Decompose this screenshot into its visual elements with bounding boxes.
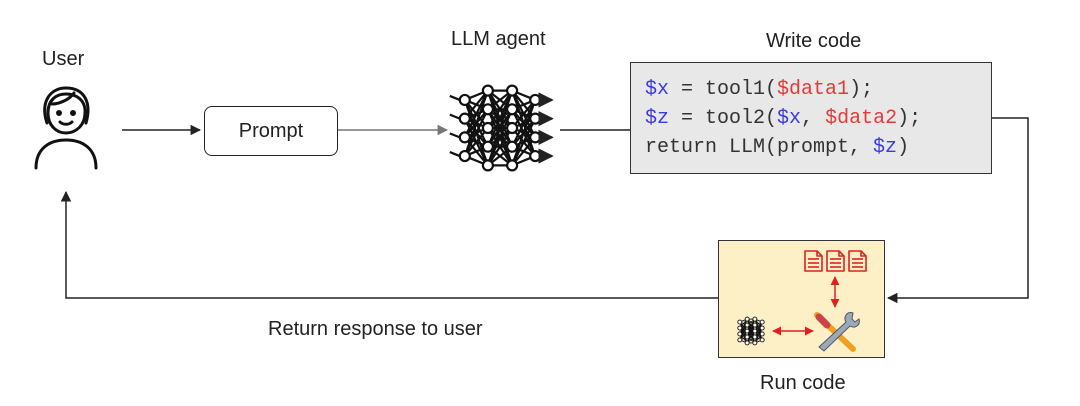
code-line-1: $x = tool1($data1); — [645, 75, 991, 104]
code-token: $x — [645, 78, 670, 101]
code-token: ) — [897, 136, 910, 159]
return-response-label: Return response to user — [268, 318, 483, 340]
code-token: $x — [777, 107, 802, 130]
code-token: $data2 — [825, 107, 898, 130]
code-token: return LLM(prompt, — [645, 136, 874, 159]
code-line-3: return LLM(prompt, $z) — [645, 133, 991, 162]
document-icon — [848, 250, 867, 272]
arrow-run-to-user — [60, 190, 718, 299]
prompt-box: Prompt — [204, 106, 338, 156]
code-token: = tool2( — [669, 107, 778, 130]
document-icon — [804, 250, 823, 272]
code-token: ); — [849, 78, 874, 101]
document-icon — [826, 250, 845, 272]
neural-network-icon — [449, 84, 554, 172]
run-code-label: Run code — [760, 372, 846, 394]
user-icon — [34, 86, 98, 170]
llm-agent-label: LLM agent — [451, 28, 546, 50]
code-token: $data1 — [777, 78, 850, 101]
code-token: $z — [873, 136, 898, 159]
tools-icon — [814, 312, 860, 352]
run-code-box — [718, 240, 885, 358]
code-token: ); — [897, 107, 922, 130]
write-code-label: Write code — [766, 30, 862, 52]
code-token: , — [801, 107, 826, 130]
run-code-illustration — [737, 250, 867, 352]
prompt-label: Prompt — [238, 119, 304, 142]
neural-network-icon — [737, 316, 765, 346]
code-token: $z — [645, 107, 670, 130]
code-box: $x = tool1($data1); $z = tool2($x, $data… — [630, 62, 992, 174]
code-line-2: $z = tool2($x, $data2); — [645, 104, 991, 133]
user-label: User — [42, 48, 85, 70]
arrow-code-to-run — [886, 117, 1029, 304]
code-token: = tool1( — [669, 78, 778, 101]
